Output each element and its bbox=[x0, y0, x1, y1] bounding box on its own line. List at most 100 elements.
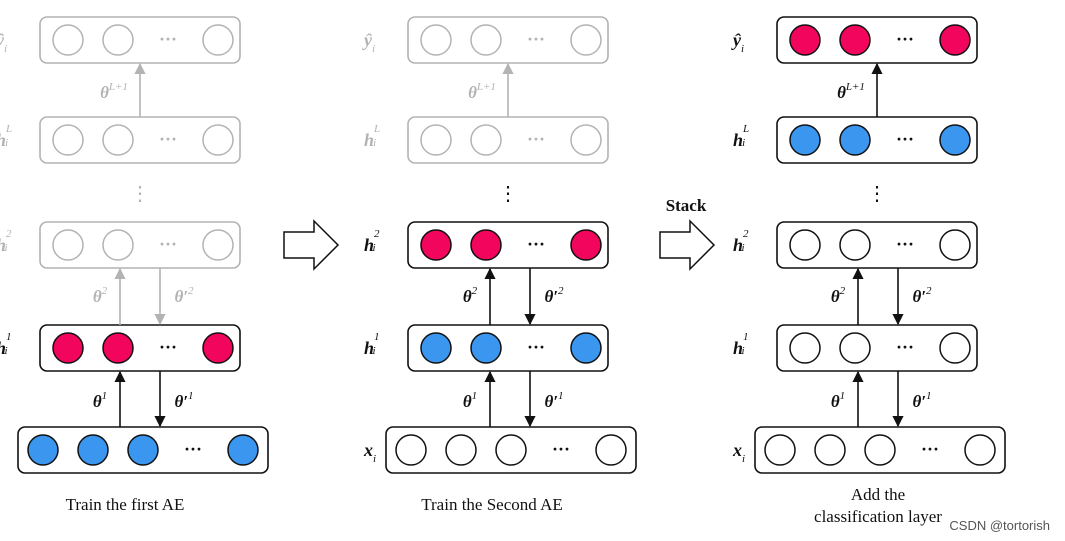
node-white bbox=[102, 124, 134, 156]
layer-box bbox=[776, 324, 978, 372]
weight-label-mid-down: θ′2 bbox=[174, 285, 194, 306]
weight-label-top: θL+1 bbox=[837, 81, 865, 102]
node-white bbox=[445, 434, 477, 466]
layer-box bbox=[407, 221, 609, 269]
weight-label-top: θL+1 bbox=[100, 81, 128, 102]
node-blue bbox=[420, 332, 452, 364]
layer-label: ŷi bbox=[362, 30, 375, 55]
node-red bbox=[570, 229, 602, 261]
panel-first: ···ŷi···hLi···h2i···h1i···⋮θL+1θ2θ′2θ1θ′… bbox=[0, 16, 269, 514]
node-white bbox=[202, 24, 234, 56]
node-blue bbox=[939, 124, 971, 156]
node-ellipsis: ··· bbox=[552, 439, 570, 459]
node-blue bbox=[839, 124, 871, 156]
layer-1: ··· ŷi bbox=[0, 16, 241, 64]
node-white bbox=[839, 229, 871, 261]
node-white bbox=[470, 24, 502, 56]
node-white bbox=[570, 24, 602, 56]
node-white bbox=[395, 434, 427, 466]
node-ellipsis: ··· bbox=[184, 439, 202, 459]
node-ellipsis: ··· bbox=[921, 439, 939, 459]
node-white bbox=[495, 434, 527, 466]
node-white bbox=[789, 332, 821, 364]
node-ellipsis: ··· bbox=[159, 29, 177, 49]
layer-box bbox=[39, 324, 241, 372]
layer-label: xi bbox=[732, 440, 745, 465]
node-blue bbox=[127, 434, 159, 466]
node-ellipsis: ··· bbox=[896, 337, 914, 357]
layer-box bbox=[39, 221, 241, 269]
layer-2: ···hLi bbox=[0, 116, 241, 164]
layer-5: ··· bbox=[17, 426, 269, 474]
node-white bbox=[839, 332, 871, 364]
node-ellipsis: ··· bbox=[896, 29, 914, 49]
weight-label-bot-down: θ′1 bbox=[912, 390, 931, 411]
stack-label: Stack bbox=[666, 196, 707, 215]
stage-arrow-2 bbox=[659, 219, 716, 271]
vertical-ellipsis: ⋮ bbox=[867, 183, 887, 205]
layer-1: ··· ŷi bbox=[731, 16, 978, 64]
panel-caption: classification layer bbox=[814, 507, 942, 526]
watermark: CSDN @tortorish bbox=[949, 518, 1050, 533]
node-red bbox=[420, 229, 452, 261]
layer-label: ŷi bbox=[731, 30, 744, 55]
weight-label-mid-up: θ2 bbox=[463, 285, 478, 306]
node-ellipsis: ··· bbox=[159, 129, 177, 149]
node-red bbox=[202, 332, 234, 364]
layer-4: ··· h1i bbox=[0, 324, 241, 372]
node-white bbox=[789, 229, 821, 261]
layer-3: ···h2i bbox=[0, 221, 241, 269]
node-white bbox=[570, 124, 602, 156]
node-blue bbox=[789, 124, 821, 156]
node-ellipsis: ··· bbox=[896, 234, 914, 254]
vertical-ellipsis: ⋮ bbox=[130, 183, 150, 205]
weight-label-top: θL+1 bbox=[468, 81, 496, 102]
node-blue bbox=[570, 332, 602, 364]
node-ellipsis: ··· bbox=[527, 337, 545, 357]
node-red bbox=[102, 332, 134, 364]
node-red bbox=[839, 24, 871, 56]
weight-label-bot-down: θ′1 bbox=[174, 390, 193, 411]
stage-arrow-1 bbox=[283, 219, 340, 271]
layer-1: ··· ŷi bbox=[362, 16, 609, 64]
node-white bbox=[420, 124, 452, 156]
layer-label: xi bbox=[363, 440, 376, 465]
layer-box bbox=[776, 221, 978, 269]
node-white bbox=[102, 229, 134, 261]
panel-caption: Train the Second AE bbox=[421, 495, 563, 514]
node-red bbox=[939, 24, 971, 56]
weight-label-mid-up: θ2 bbox=[93, 285, 108, 306]
node-red bbox=[470, 229, 502, 261]
weight-label-mid-down: θ′2 bbox=[544, 285, 564, 306]
node-white bbox=[764, 434, 796, 466]
panel-caption: Train the first AE bbox=[66, 495, 185, 514]
node-blue bbox=[227, 434, 259, 466]
node-ellipsis: ··· bbox=[527, 129, 545, 149]
layer-label: ŷi bbox=[0, 30, 7, 55]
node-white bbox=[52, 229, 84, 261]
layer-label: h2i bbox=[0, 228, 12, 255]
panel-caption: Add the bbox=[851, 485, 905, 504]
node-blue bbox=[77, 434, 109, 466]
node-white bbox=[52, 124, 84, 156]
node-white bbox=[864, 434, 896, 466]
node-white bbox=[939, 332, 971, 364]
node-ellipsis: ··· bbox=[159, 337, 177, 357]
weight-label-bot-up: θ1 bbox=[831, 390, 845, 411]
layer-box bbox=[407, 324, 609, 372]
layer-label: h1i bbox=[0, 331, 12, 358]
node-ellipsis: ··· bbox=[527, 29, 545, 49]
node-white bbox=[52, 24, 84, 56]
